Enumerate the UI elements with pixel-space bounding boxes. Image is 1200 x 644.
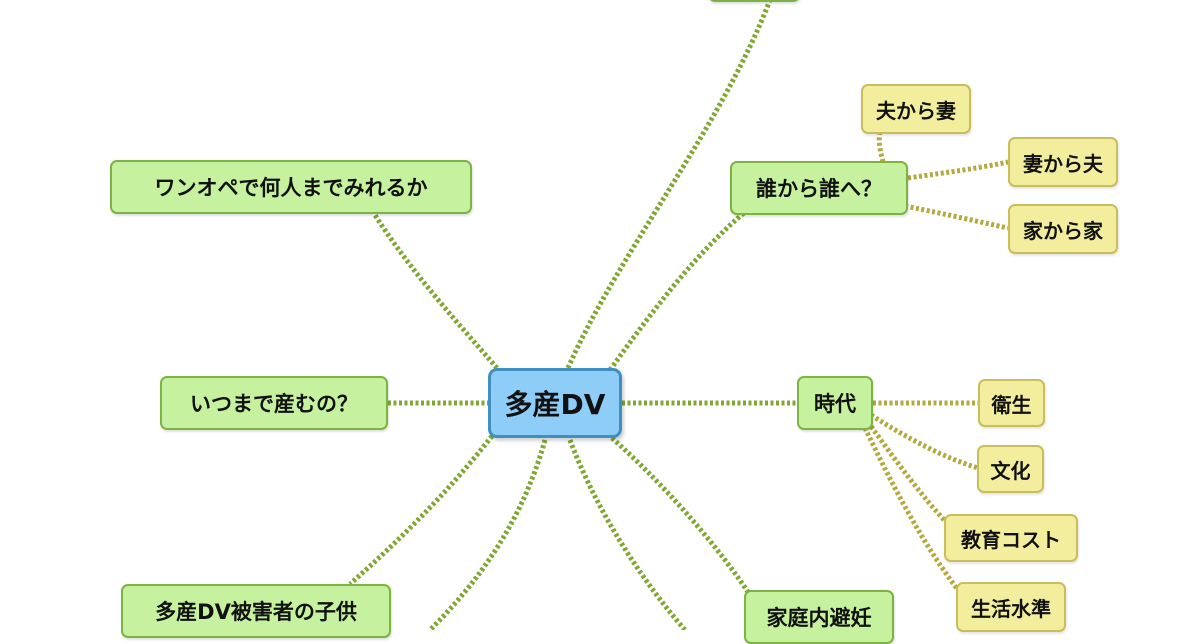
subtopic-node-living-standard[interactable]: 生活水準 <box>956 582 1066 632</box>
branch-label: 家庭内避妊 <box>766 606 872 630</box>
subtopic-label: 妻から夫 <box>1023 151 1103 176</box>
central-topic-node[interactable]: 多産DV <box>488 368 622 438</box>
subtopic-label: 夫から妻 <box>876 98 956 123</box>
branch-label: 多産DV被害者の子供 <box>155 600 357 624</box>
connector-root-children-victims <box>348 434 494 586</box>
connector-root-one-op <box>372 213 499 370</box>
branch-node-top-cut[interactable] <box>708 0 800 2</box>
subtopic-node-education-cost[interactable]: 教育コスト <box>944 514 1078 562</box>
connector-who-to-fuufromtsuma <box>876 131 886 163</box>
subtopic-node-wife-to-husband[interactable]: 妻から夫 <box>1008 137 1118 187</box>
subtopic-node-culture[interactable]: 文化 <box>977 445 1044 493</box>
branch-label: 誰から誰へ？ <box>756 177 882 201</box>
subtopic-node-house-to-house[interactable]: 家から家 <box>1008 204 1118 254</box>
connector-who-to-iekaraie <box>904 203 1009 231</box>
central-topic-label: 多産DV <box>504 388 606 421</box>
connector-root-bottom-cut <box>567 439 687 630</box>
branch-label: いつまで産むの？ <box>190 392 358 416</box>
connector-era-bunka <box>869 412 979 471</box>
connector-who-to-tsumafromotto <box>907 159 1009 181</box>
connector-root-bottom-left-cut <box>428 439 548 630</box>
branch-node-until-when[interactable]: いつまで産むの？ <box>160 376 388 430</box>
branch-label: ワンオペで何人までみれるか <box>154 176 428 200</box>
subtopic-node-hygiene[interactable]: 衛生 <box>978 379 1045 427</box>
branch-node-era[interactable]: 時代 <box>797 376 873 430</box>
connector-root-who-to-whom <box>607 210 747 372</box>
branch-node-one-op[interactable]: ワンオペで何人までみれるか <box>110 160 472 214</box>
subtopic-label: 教育コスト <box>961 527 1061 552</box>
subtopic-label: 文化 <box>990 458 1031 483</box>
connector-era-seikatsu <box>862 426 960 592</box>
subtopic-label: 衛生 <box>991 392 1032 417</box>
connector-root-top <box>565 0 773 370</box>
connector-era-kyouiku <box>865 420 948 524</box>
branch-label: 時代 <box>814 392 856 416</box>
mindmap-connectors <box>348 0 1009 630</box>
connector-root-contraception <box>610 436 751 594</box>
subtopic-node-husband-to-wife[interactable]: 夫から妻 <box>861 84 971 134</box>
subtopic-label: 家から家 <box>1023 218 1103 243</box>
branch-node-children-of-victims[interactable]: 多産DV被害者の子供 <box>121 584 391 638</box>
subtopic-label: 生活水準 <box>971 596 1051 621</box>
branch-node-contraception[interactable]: 家庭内避妊 <box>744 590 894 644</box>
branch-node-who-to-whom[interactable]: 誰から誰へ？ <box>730 161 908 215</box>
